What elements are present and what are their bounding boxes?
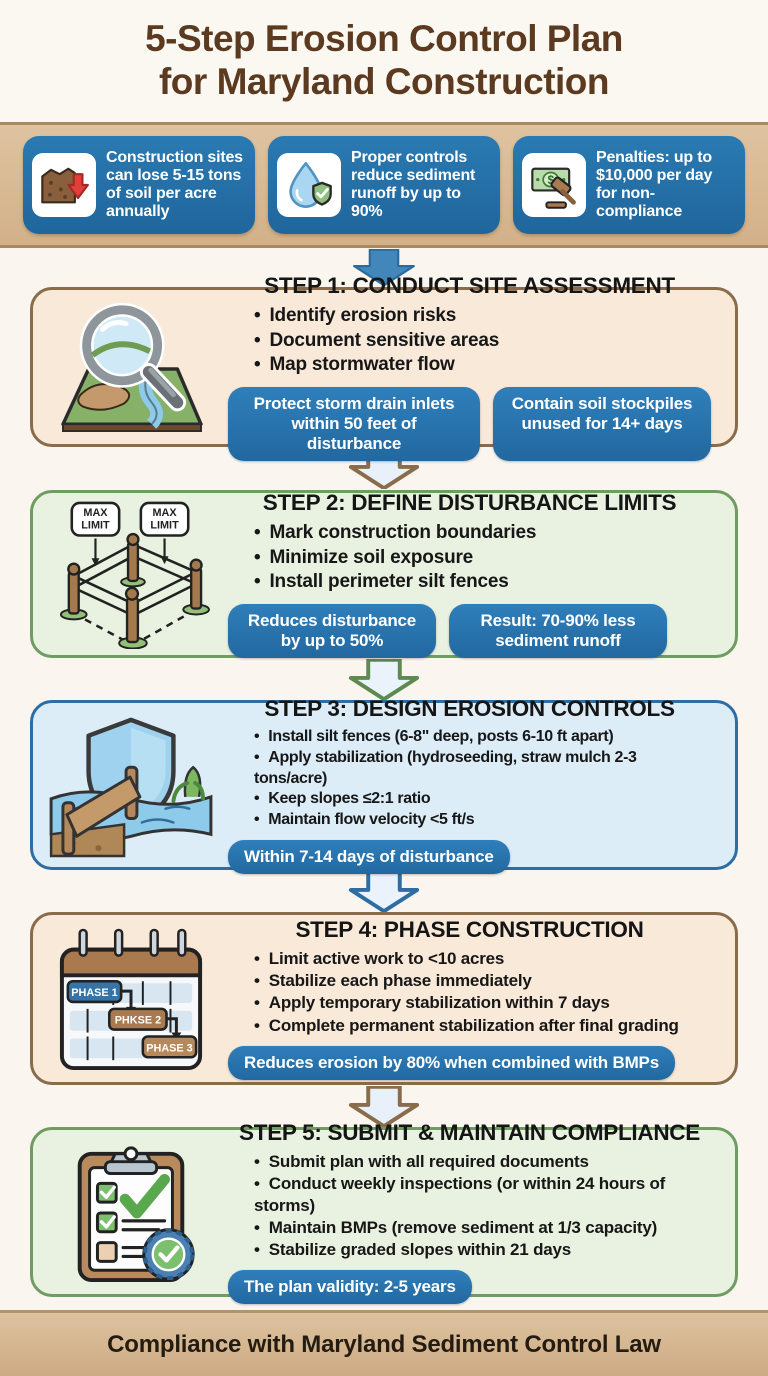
page-title-line2: for Maryland Construction bbox=[158, 61, 610, 102]
phase-chip-label: PHKSE 2 bbox=[114, 1014, 160, 1026]
bullet-item: Minimize soil exposure bbox=[254, 546, 711, 571]
flow-arrow-icon bbox=[0, 658, 768, 700]
svg-text:$: $ bbox=[547, 173, 554, 187]
bullet-item: Apply stabilization (hydroseeding, straw… bbox=[254, 748, 711, 790]
step-title: STEP 4: PHASE CONSTRUCTION bbox=[295, 917, 644, 943]
phase-chip-label: PHASE 3 bbox=[146, 1042, 192, 1054]
water-shield-icon bbox=[277, 153, 341, 217]
max-limit-label: LIMIT bbox=[150, 520, 179, 532]
step-bullet-list: Identify erosion risks Document sensitiv… bbox=[254, 304, 711, 378]
bullet-item: Limit active work to <10 acres bbox=[254, 948, 711, 970]
bullet-item: Keep slopes ≤2:1 ratio bbox=[254, 789, 711, 810]
step-bullet-list: Mark construction boundaries Minimize so… bbox=[254, 521, 711, 595]
page-header: 5-Step Erosion Control Plan for Maryland… bbox=[0, 0, 768, 122]
penalty-gavel-icon: $ bbox=[522, 153, 586, 217]
bullet-item: Document sensitive areas bbox=[254, 329, 711, 354]
step-badge: Protect storm drain inlets within 50 fee… bbox=[228, 386, 480, 462]
footer-text: Compliance with Maryland Sediment Contro… bbox=[107, 1330, 661, 1358]
max-limit-label: MAX bbox=[83, 507, 108, 519]
bullet-item: Stabilize graded slopes within 21 days bbox=[254, 1239, 711, 1261]
phase-chip-label: PHASE 1 bbox=[71, 987, 117, 999]
footer-banner: Compliance with Maryland Sediment Contro… bbox=[0, 1310, 768, 1376]
step-badge: Within 7-14 days of disturbance bbox=[228, 839, 510, 875]
step-section-3: STEP 3: DESIGN EROSION CONTROLS Install … bbox=[30, 696, 738, 875]
stats-bar: Construction sites can lose 5-15 tons of… bbox=[0, 122, 768, 248]
step-badge: The plan validity: 2-5 years bbox=[228, 1270, 472, 1305]
phase-calendar-icon: PHASE 1 PHKSE 2 PHASE 3 bbox=[33, 924, 228, 1074]
bullet-item: Map stormwater flow bbox=[254, 353, 711, 378]
shield-silt-fence-icon bbox=[33, 712, 228, 858]
stat-text: Penalties: up to $10,000 per day for non… bbox=[596, 148, 713, 221]
stat-card-soil-loss: Construction sites can lose 5-15 tons of… bbox=[23, 136, 255, 234]
max-limit-label: LIMIT bbox=[81, 520, 110, 532]
fence-limit-icon: MAX LIMIT MAX LIMIT bbox=[33, 499, 228, 649]
step-section-5: STEP 5: SUBMIT & MAINTAIN COMPLIANCE Sub… bbox=[30, 1120, 738, 1305]
bullet-item: Maintain BMPs (remove sediment at 1/3 ca… bbox=[254, 1217, 711, 1239]
bullet-item: Install perimeter silt fences bbox=[254, 570, 711, 595]
flow-arrow-icon bbox=[0, 870, 768, 912]
step-badge: Reduces erosion by 80% when combined wit… bbox=[228, 1045, 675, 1080]
step-title: STEP 3: DESIGN EROSION CONTROLS bbox=[264, 695, 675, 721]
soil-loss-icon bbox=[32, 153, 96, 217]
step-badge: Contain soil stockpiles unused for 14+ d… bbox=[493, 386, 711, 462]
step-title: STEP 1: CONDUCT SITE ASSESSMENT bbox=[264, 272, 675, 298]
flow-arrow-icon bbox=[0, 248, 768, 287]
step-badge: Result: 70-90% less sediment runoff bbox=[449, 603, 667, 659]
bullet-item: Complete permanent stabilization after f… bbox=[254, 1015, 711, 1037]
bullet-item: Maintain flow velocity <5 ft/s bbox=[254, 810, 711, 831]
step-badge: Reduces disturbance by up to 50% bbox=[228, 603, 436, 659]
step-title: STEP 2: DEFINE DISTURBANCE LIMITS bbox=[262, 489, 677, 515]
page-title-line1: 5-Step Erosion Control Plan bbox=[145, 18, 623, 60]
step-section-1: STEP 1: CONDUCT SITE ASSESSMENT Identify… bbox=[30, 273, 738, 462]
bullet-item: Conduct weekly inspections (or within 24… bbox=[254, 1173, 711, 1217]
stat-text: Construction sites can lose 5-15 tons of… bbox=[106, 148, 243, 221]
bullet-item: Submit plan with all required documents bbox=[254, 1151, 711, 1173]
map-magnifier-icon bbox=[33, 298, 228, 436]
step-section-4: PHASE 1 PHKSE 2 PHASE 3 STEP 4: PHASE CO… bbox=[30, 912, 738, 1085]
step-bullet-list: Install silt fences (6-8" deep, posts 6-… bbox=[254, 727, 711, 831]
bullet-item: Install silt fences (6-8" deep, posts 6-… bbox=[254, 727, 711, 748]
stat-card-penalties: $ Penalties: up to $10,000 per day for n… bbox=[513, 136, 745, 234]
bullet-item: Stabilize each phase immediately bbox=[254, 970, 711, 992]
max-limit-label: MAX bbox=[152, 507, 177, 519]
compliance-clipboard-icon bbox=[33, 1138, 228, 1286]
bullet-item: Mark construction boundaries bbox=[254, 521, 711, 546]
step-title: STEP 5: SUBMIT & MAINTAIN COMPLIANCE bbox=[239, 1119, 700, 1145]
step-bullet-list: Limit active work to <10 acres Stabilize… bbox=[254, 948, 711, 1036]
stat-text: Proper controls reduce sediment runoff b… bbox=[351, 148, 476, 221]
step-section-2: MAX LIMIT MAX LIMIT STEP 2: DEFINE DISTU… bbox=[30, 489, 738, 659]
bullet-item: Apply temporary stabilization within 7 d… bbox=[254, 992, 711, 1014]
bullet-item: Identify erosion risks bbox=[254, 304, 711, 329]
stat-card-runoff: Proper controls reduce sediment runoff b… bbox=[268, 136, 500, 234]
flow-arrow-icon bbox=[0, 1085, 768, 1127]
step-bullet-list: Submit plan with all required documents … bbox=[254, 1151, 711, 1261]
